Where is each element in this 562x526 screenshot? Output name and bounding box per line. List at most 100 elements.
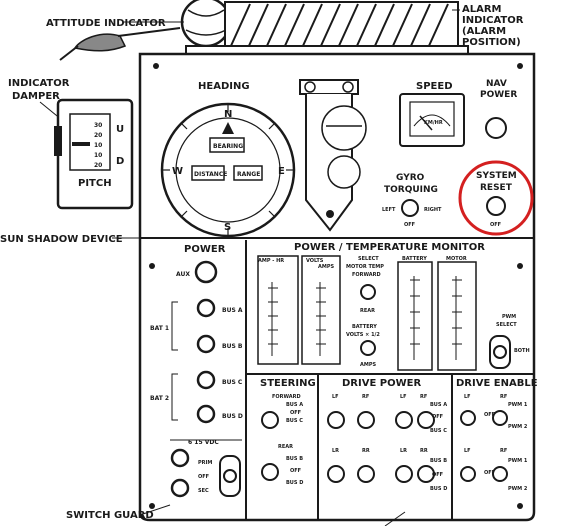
attitude-indicator-assembly (180, 0, 232, 48)
power-temperature-monitor: POWER / TEMPERATURE MONITOR AMP - HR VOL… (257, 242, 530, 371)
callout-alarm-4: POSITION) (462, 37, 521, 48)
svg-text:30: 30 (94, 122, 102, 129)
nav-power-label-2: POWER (480, 90, 517, 100)
system-reset-off: OFF (490, 222, 501, 228)
drive-power-bus-a: BUS A (430, 402, 447, 408)
drive-power-lf-breaker[interactable] (327, 411, 345, 429)
callout-alarm-2: INDICATOR (462, 15, 524, 26)
steering-rear-switch[interactable] (261, 463, 279, 481)
drive-enable-pwm1: PWM 1 (508, 402, 528, 408)
gyro-toggle[interactable] (401, 199, 419, 217)
svg-text:20: 20 (94, 132, 102, 139)
motor-meter-label: MOTOR (446, 256, 467, 262)
drive-power-lf-switch[interactable] (395, 411, 413, 429)
drive-power-lf: LF (332, 394, 339, 400)
steering-off-label: OFF (290, 410, 301, 416)
breaker-sec[interactable] (170, 478, 190, 498)
steering-forward-switch[interactable] (261, 411, 279, 429)
distance-readout (191, 165, 225, 181)
drive-power-lr: LR (332, 448, 339, 454)
drive-power-rr-breaker[interactable] (357, 465, 375, 483)
system-reset-switch[interactable] (486, 196, 506, 216)
drive-enable-rr-switch[interactable] (492, 466, 508, 482)
drive-power-lr-switch[interactable] (395, 465, 413, 483)
panel-outline (138, 52, 536, 522)
drive-power-rr-switch[interactable] (417, 465, 435, 483)
svg-text:10: 10 (94, 142, 102, 149)
drive-power-lr-breaker[interactable] (327, 465, 345, 483)
nav-power: NAV POWER (480, 79, 517, 139)
aux-breaker[interactable] (194, 260, 218, 284)
range-readout (233, 165, 263, 181)
monitor-title: POWER / TEMPERATURE MONITOR (294, 242, 485, 253)
svg-text:20: 20 (94, 162, 102, 169)
drive-enable-pwm2-2: PWM 2 (508, 486, 528, 492)
drive-power-rf-2: RF (420, 394, 427, 400)
drive-power-rf-switch[interactable] (417, 411, 435, 429)
drive-power-rr-2: RR (420, 448, 428, 454)
screw (517, 63, 523, 69)
motor-temp-select-switch[interactable] (360, 284, 376, 300)
drive-enable-off-2: OFF (484, 470, 495, 476)
drive-enable-lf-switch[interactable] (460, 410, 476, 426)
breaker-prim[interactable] (170, 448, 190, 468)
bat2-label: BAT 2 (150, 395, 169, 402)
nav-power-button[interactable] (485, 117, 507, 139)
amp-hr-meter (257, 255, 299, 365)
drive-enable-lf-2: LF (464, 448, 471, 454)
gyro-label-1: GYRO (396, 173, 425, 183)
drive-power-off-2: OFF (432, 472, 443, 478)
drive-enable-lf: LF (464, 394, 471, 400)
amps-label: AMPS (318, 264, 335, 270)
drive-power-lr-2: LR (400, 448, 407, 454)
drive-power-rf-breaker[interactable] (357, 411, 375, 429)
drive-enable-rf-2: RF (500, 448, 507, 454)
highlight-circle (458, 160, 534, 236)
bus-d-breaker[interactable] (196, 404, 216, 424)
power-select-switch[interactable] (223, 469, 237, 483)
battery-select-switch[interactable] (360, 340, 376, 356)
speed-unit: KM/HR (424, 120, 443, 126)
drive-power-bus-c: BUS C (430, 428, 447, 434)
pwm-select-switch[interactable] (493, 345, 507, 359)
drive-enable-off: OFF (484, 412, 495, 418)
drive-enable-rf-switch[interactable] (492, 410, 508, 426)
bearing-label: BEARING (213, 143, 243, 150)
distance-label: DISTANCE (194, 171, 227, 178)
volts-label: VOLTS (306, 258, 324, 264)
gyro-right: RIGHT (424, 207, 442, 213)
pitch-label: PITCH (78, 178, 112, 189)
prim-label: PRIM (198, 460, 212, 466)
drive-enable-pwm1-2: PWM 1 (508, 458, 528, 464)
callout-attitude-indicator: ATTITUDE INDICATOR (46, 18, 166, 29)
power-section: POWER AUX BUS A BUS B BUS C BUS D BAT 1 … (150, 244, 243, 498)
drive-enable-pwm2: PWM 2 (508, 424, 528, 430)
speed-indicator: SPEED KM/HR (399, 81, 465, 147)
bus-c-breaker[interactable] (196, 370, 216, 390)
screw (517, 263, 523, 269)
amp-hr-label: AMP - HR (258, 258, 284, 264)
bus-a-breaker[interactable] (196, 298, 216, 318)
battery-volts-label-1: BATTERY (352, 324, 377, 330)
drive-power-section: DRIVE POWER LF RF LF RF BUS A OFF BUS C … (327, 378, 447, 492)
bus-b-label: BUS B (222, 343, 243, 350)
power-title: POWER (184, 244, 226, 255)
power-off-label: OFF (198, 474, 209, 480)
pitch-down-label: D (116, 156, 124, 167)
drive-enable-lr-switch[interactable] (460, 466, 476, 482)
system-reset-label-1: SYSTEM (476, 171, 517, 181)
bat1-label: BAT 1 (150, 325, 169, 332)
drive-power-bus-d: BUS D (430, 486, 447, 492)
drive-enable-section: DRIVE ENABLE LF RF PWM 1 OFF PWM 2 LF RF… (456, 378, 538, 492)
battery-volts-label-2: VOLTS × 1/2 (346, 332, 380, 338)
sec-label: SEC (198, 488, 209, 494)
screw (149, 263, 155, 269)
screw (153, 63, 159, 69)
nav-power-label-1: NAV (486, 79, 507, 89)
motor-meter (437, 261, 477, 371)
bus-b-breaker[interactable] (196, 334, 216, 354)
aux-label: AUX (176, 271, 190, 278)
system-reset: SYSTEM RESET OFF (458, 160, 534, 236)
